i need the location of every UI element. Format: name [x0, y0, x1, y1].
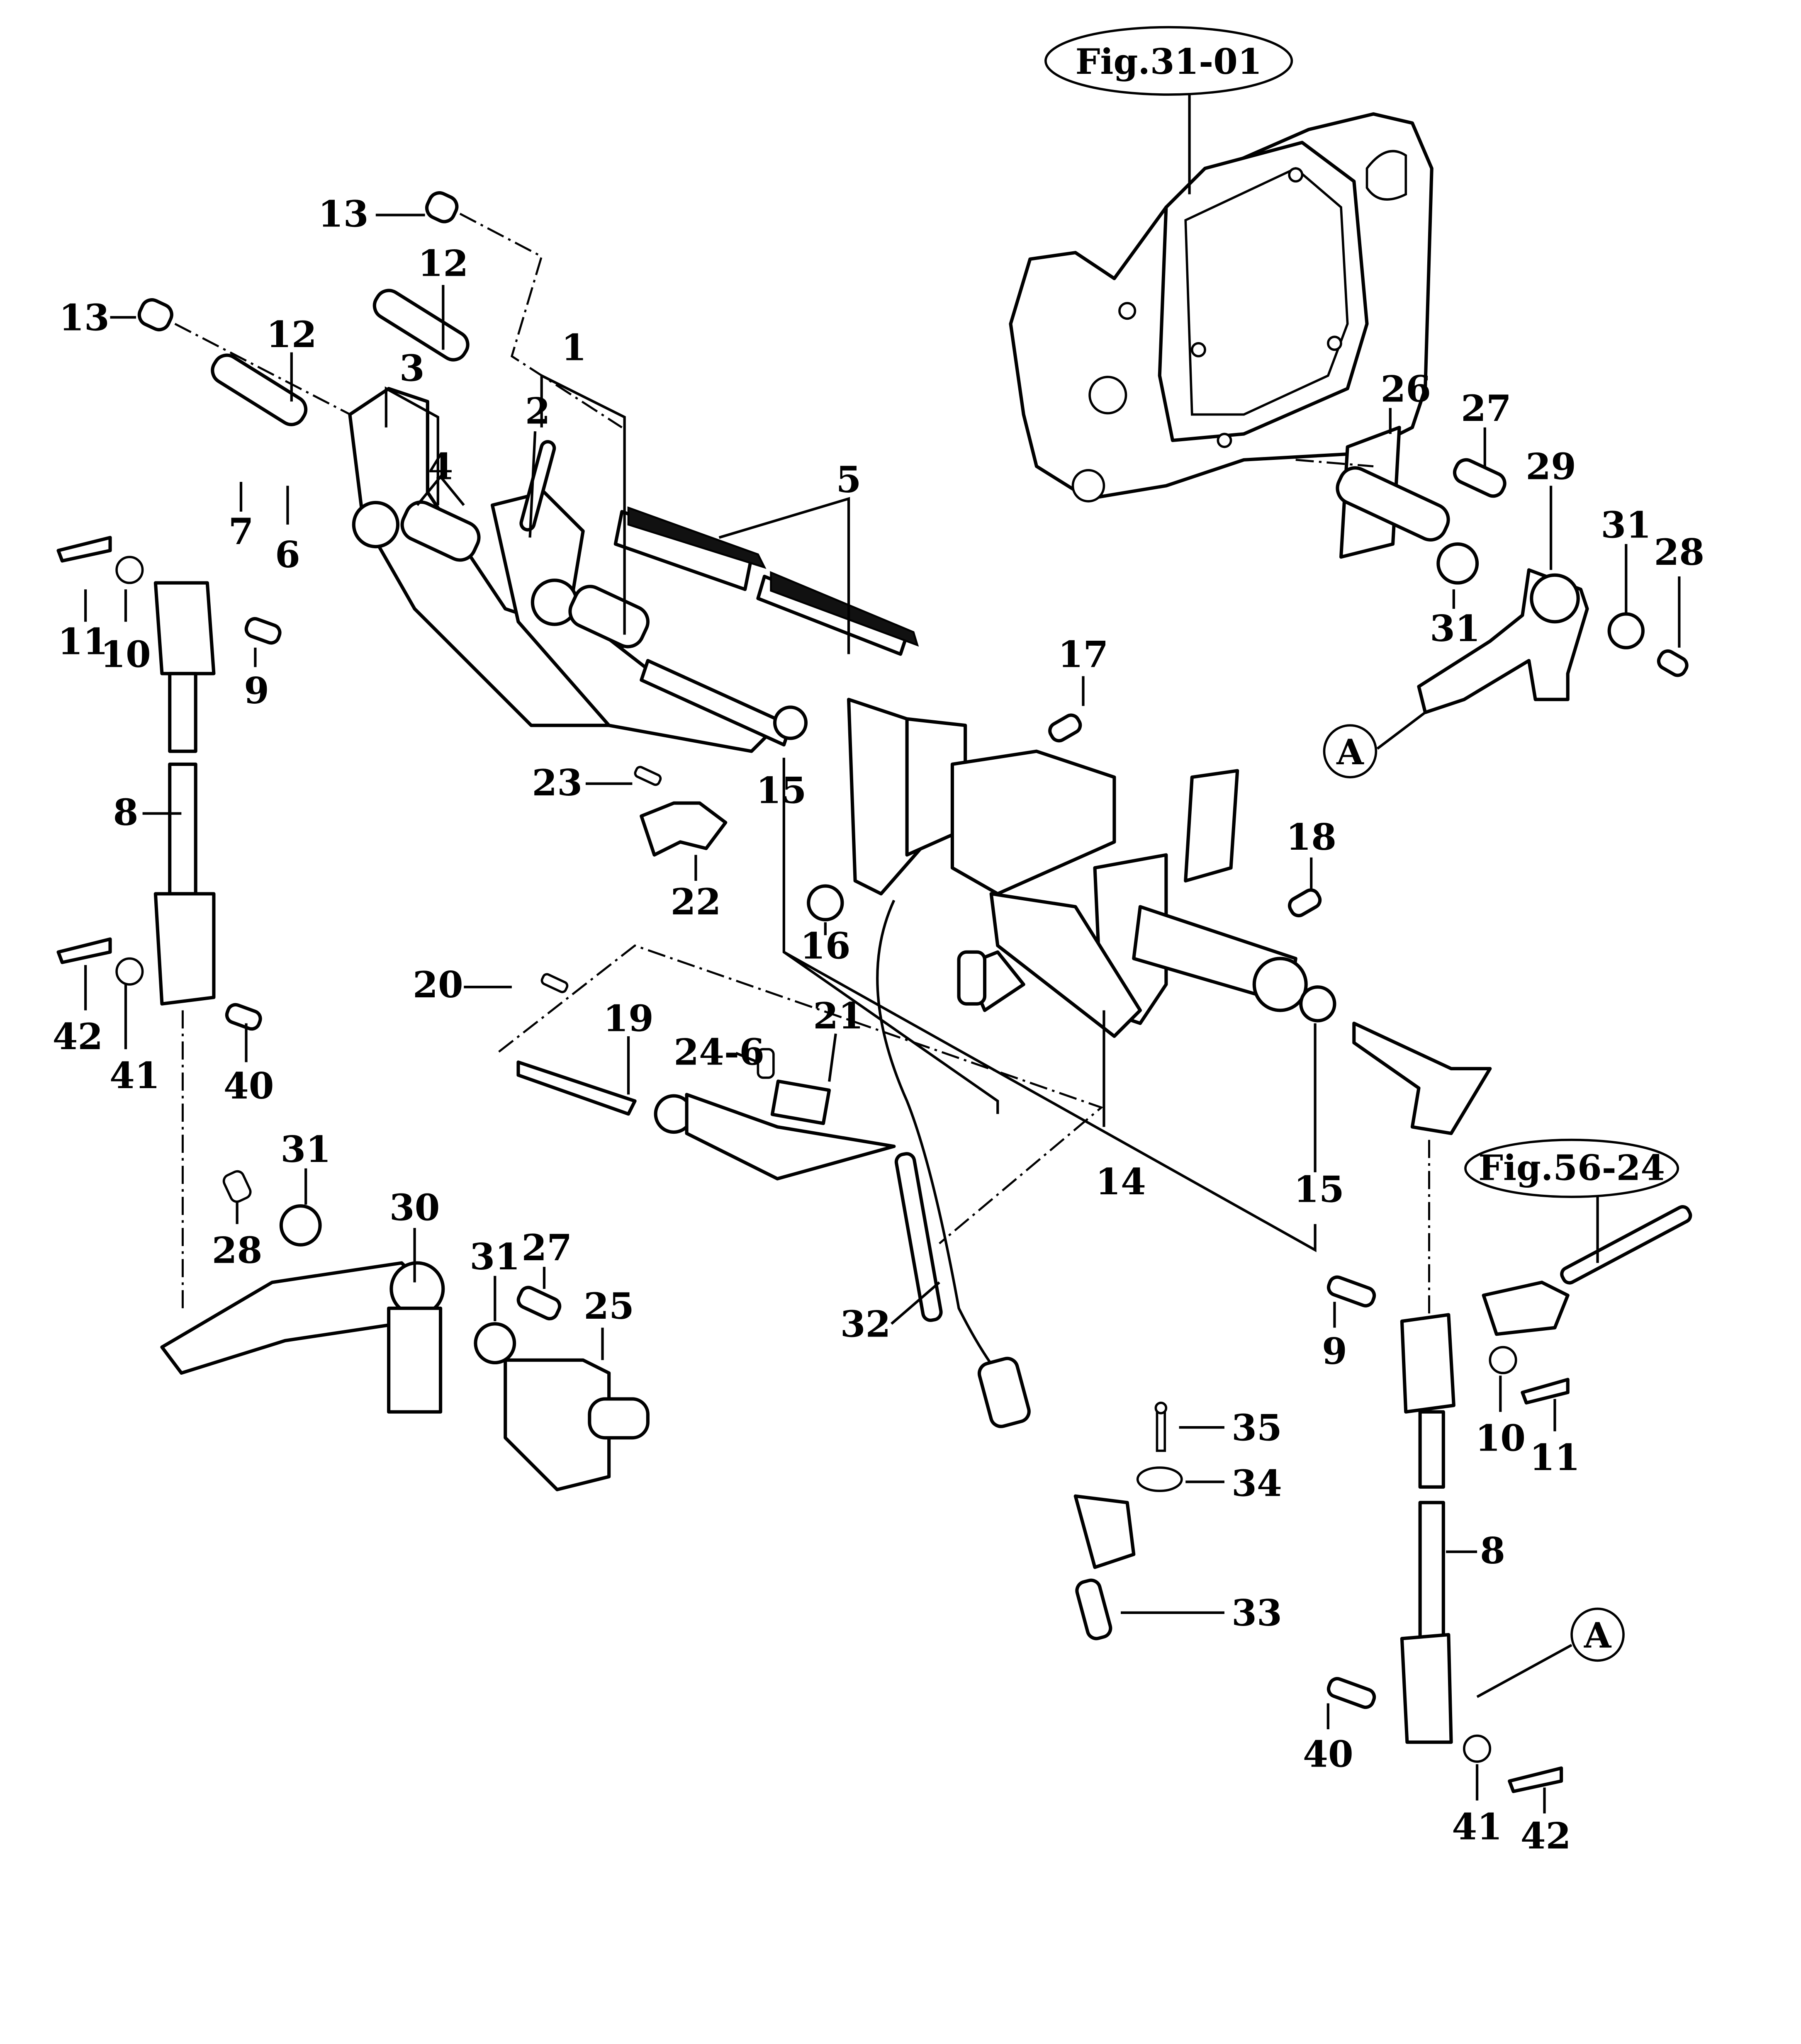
callout-31[interactable]: 31 [470, 1235, 520, 1278]
callout-34[interactable]: 34 [1231, 1462, 1282, 1505]
callout-32[interactable]: 32 [840, 1303, 891, 1346]
callout-5[interactable]: 5 [836, 458, 862, 501]
callout-8[interactable]: 8 [113, 791, 139, 834]
fig-31-01-ref[interactable]: Fig.31-01 [1076, 41, 1262, 82]
callout-13[interactable]: 13 [59, 297, 110, 339]
callout-28[interactable]: 28 [1654, 531, 1705, 574]
callout-11[interactable]: 11 [1530, 1436, 1580, 1479]
arm-29-assembly [1336, 425, 1689, 715]
pedal-assembly [348, 387, 919, 753]
marker-a-top-circle [1323, 724, 1378, 778]
marker-a-top-leader [1376, 711, 1426, 750]
spring-dashline-b [174, 323, 363, 422]
callout-33[interactable]: 33 [1231, 1592, 1282, 1634]
callout-1[interactable]: 1 [561, 326, 587, 369]
callout-41[interactable]: 41 [110, 1054, 160, 1097]
left-rod-assembly [56, 536, 282, 1031]
callout-23[interactable]: 23 [532, 761, 582, 804]
callout-8[interactable]: 8 [1480, 1529, 1505, 1572]
callout-26[interactable]: 26 [1380, 367, 1431, 410]
callout-22[interactable]: 22 [671, 880, 721, 923]
callout-2[interactable]: 2 [525, 389, 550, 432]
callout-17[interactable]: 17 [1058, 633, 1109, 676]
spring-dashline-a [459, 213, 623, 428]
callout-27[interactable]: 27 [1461, 387, 1511, 430]
callout-40[interactable]: 40 [1303, 1733, 1353, 1776]
callout-9[interactable]: 9 [1322, 1330, 1347, 1373]
callout-18[interactable]: 18 [1286, 816, 1336, 858]
callout-24-6[interactable]: 24-6 [674, 1031, 764, 1074]
rod-19-assembly [516, 766, 896, 1181]
callout-19[interactable]: 19 [603, 997, 654, 1040]
callout-10[interactable]: 10 [1475, 1417, 1526, 1459]
callout-leaders [84, 214, 1681, 1814]
callout-25[interactable]: 25 [584, 1285, 634, 1327]
callout-30[interactable]: 30 [389, 1186, 440, 1229]
spring-group [137, 191, 470, 426]
callout-12[interactable]: 12 [418, 242, 468, 284]
callout-16[interactable]: 16 [800, 924, 851, 967]
callout-27[interactable]: 27 [521, 1226, 572, 1269]
fig-31-01-ellipse[interactable] [1044, 26, 1293, 96]
callout-42[interactable]: 42 [53, 1015, 103, 1058]
arm-29-dashline [1295, 459, 1374, 467]
rod-19-dashline [498, 944, 1104, 1244]
callout-4[interactable]: 4 [428, 445, 453, 488]
fig-56-24-ellipse[interactable] [1464, 1138, 1679, 1198]
callout-9[interactable]: 9 [244, 669, 269, 712]
cable-assembly [876, 899, 1183, 1641]
marker-a-bottom-leader [1476, 1644, 1572, 1698]
callout-13[interactable]: 13 [318, 193, 369, 236]
marker-a-top: A [1336, 732, 1364, 773]
callout-42[interactable]: 42 [1521, 1814, 1571, 1857]
callout-12[interactable]: 12 [266, 313, 317, 356]
callout-7[interactable]: 7 [229, 510, 254, 553]
callout-3[interactable]: 3 [399, 347, 425, 389]
callout-31[interactable]: 31 [280, 1128, 331, 1171]
right-rod-assembly [1326, 1140, 1692, 1793]
callout-31[interactable]: 31 [1430, 607, 1480, 650]
transmission-housing [1009, 112, 1433, 503]
arm-30-assembly [160, 1170, 650, 1492]
callout-29[interactable]: 29 [1526, 445, 1576, 488]
callout-35[interactable]: 35 [1231, 1406, 1282, 1449]
callout-6[interactable]: 6 [275, 533, 300, 576]
callout-21[interactable]: 21 [813, 994, 864, 1037]
callout-31[interactable]: 31 [1601, 503, 1651, 546]
callout-14[interactable]: 14 [1095, 1160, 1146, 1203]
callout-20[interactable]: 20 [413, 963, 463, 1006]
callout-28[interactable]: 28 [212, 1229, 263, 1271]
marker-a-bottom-circle [1570, 1607, 1625, 1662]
callout-15[interactable]: 15 [756, 769, 807, 812]
callout-40[interactable]: 40 [224, 1065, 274, 1107]
center-shaft-assembly [773, 698, 1492, 1135]
marker-a-bottom: A [1584, 1615, 1612, 1656]
fig-56-24-ref[interactable]: Fig.56-24 [1478, 1147, 1665, 1188]
callout-41[interactable]: 41 [1452, 1805, 1502, 1848]
callout-10[interactable]: 10 [100, 633, 151, 676]
callout-15[interactable]: 15 [1294, 1168, 1344, 1211]
callout-11[interactable]: 11 [58, 620, 108, 663]
